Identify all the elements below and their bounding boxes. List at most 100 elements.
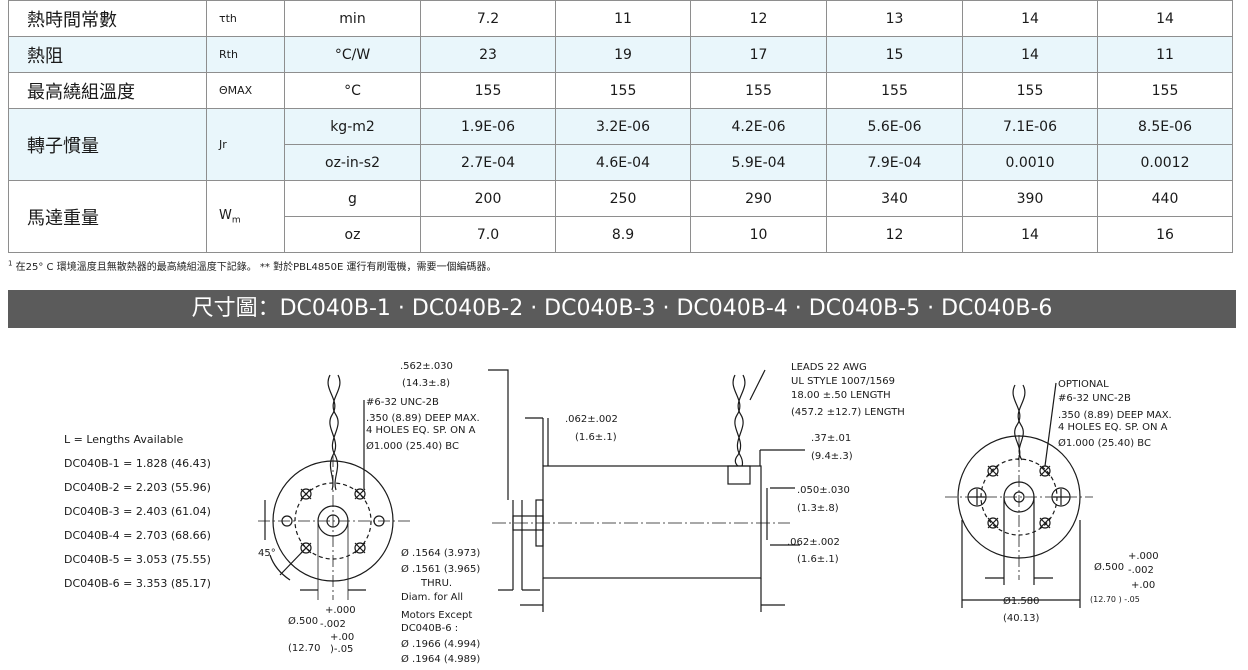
length-item: DC040B-4 = 2.703 (68.66) bbox=[64, 529, 211, 542]
footnote-text: 在25° C 環境溫度且無散熱器的最高繞組溫度下記錄。 ** 對於PBL4850… bbox=[15, 262, 497, 273]
shaft-note-line: DC040B-6 : bbox=[401, 623, 458, 634]
shaft-note-line: Ø .1561 (3.965) bbox=[401, 563, 480, 575]
tapped-hole bbox=[354, 542, 366, 554]
param-unit: oz bbox=[284, 216, 421, 253]
lengths-heading: L = Lengths Available bbox=[64, 433, 184, 446]
tapped-hole bbox=[354, 488, 366, 500]
dim-062b-mm: (1.6±.1) bbox=[797, 554, 839, 565]
angle-leader bbox=[279, 547, 307, 576]
dim-050-mm: (1.3±.8) bbox=[797, 503, 839, 514]
row-motor-weight-oz: oz 7.0 8.9 10 12 14 16 bbox=[9, 216, 1233, 253]
param-unit: kg-m2 bbox=[284, 108, 421, 145]
pilot-tol-plus: +.000 bbox=[325, 605, 356, 616]
rear-dia-mm: (40.13) bbox=[1003, 613, 1040, 624]
rear-pilot-ext bbox=[985, 497, 1053, 585]
dim-562-label: .562±.030 bbox=[400, 361, 453, 372]
cell-value: 7.2 bbox=[420, 0, 556, 37]
lengths-list: L = Lengths Available DC040B-1 = 1.828 (… bbox=[64, 428, 211, 596]
dim-062-line bbox=[525, 417, 549, 466]
dimension-drawing-banner: 尺寸圖：DC040B-1 · DC040B-2 · DC040B-3 · DC0… bbox=[8, 290, 1236, 328]
dimension-drawing: #6-32 UNC-2B .350 (8.89) DEEP MAX. 4 HOL… bbox=[258, 361, 1172, 665]
pilot-mm-plus: +.00 bbox=[330, 632, 354, 643]
shaft-note-line: Ø .1964 (4.989) bbox=[401, 653, 480, 665]
cell-value: 155 bbox=[420, 72, 556, 109]
tapped-hole bbox=[300, 488, 312, 500]
front-view-labels: #6-32 UNC-2B .350 (8.89) DEEP MAX. 4 HOL… bbox=[258, 397, 480, 655]
rear-dia-label: Ø1.580 bbox=[1003, 595, 1040, 607]
tapped-note-line: Ø1.000 (25.40) BC bbox=[366, 440, 459, 452]
cell-value: 7.1E-06 bbox=[962, 108, 1098, 145]
rear-pilot-mm-plus: +.00 bbox=[1131, 580, 1155, 591]
cell-value: 1.9E-06 bbox=[420, 108, 556, 145]
lead-wire bbox=[1017, 384, 1026, 461]
leads-leader bbox=[749, 369, 766, 401]
cell-value: 3.2E-06 bbox=[555, 108, 691, 145]
cell-value: 0.0010 bbox=[962, 144, 1098, 181]
cell-value: 19 bbox=[555, 36, 691, 73]
side-view-labels: .562±.030 (14.3±.8) .062±.002 (1.6±.1) L… bbox=[400, 361, 905, 565]
lead-wire bbox=[732, 374, 742, 467]
pilot-tol-minus: -.002 bbox=[320, 619, 346, 630]
param-name: 最高繞組溫度 bbox=[8, 72, 207, 109]
cell-value: 12 bbox=[826, 216, 963, 253]
symbol-sub: m bbox=[231, 215, 241, 226]
row-thermal-time-constant: 熱時間常數 τth min 7.2 11 12 13 14 14 bbox=[8, 0, 1233, 37]
param-unit: °C bbox=[284, 72, 421, 109]
optional-note-line: 4 HOLES EQ. SP. ON A bbox=[1058, 422, 1168, 433]
param-name: 熱阻 bbox=[8, 36, 207, 73]
leads-note-line: 18.00 ±.50 LENGTH bbox=[791, 390, 891, 401]
cell-value: 13 bbox=[826, 0, 963, 37]
dim-062-mm: (1.6±.1) bbox=[575, 432, 617, 443]
cell-value: 155 bbox=[1097, 72, 1233, 109]
tapped-hole bbox=[1039, 517, 1051, 529]
rear-dia-ext bbox=[961, 520, 1081, 608]
shaft-note-line: Ø .1564 (3.973) bbox=[401, 547, 480, 559]
cell-value: 2.7E-04 bbox=[420, 144, 556, 181]
spec-table: 熱時間常數 τth min 7.2 11 12 13 14 14 熱阻 Rth … bbox=[8, 0, 1233, 253]
row-motor-weight-g: 馬達重量 Wm g 200 250 290 340 390 440 bbox=[8, 180, 1233, 253]
cell-value: 11 bbox=[1097, 36, 1233, 73]
param-unit: °C/W bbox=[284, 36, 421, 73]
param-name: 熱時間常數 bbox=[8, 0, 207, 37]
cell-value: 12 bbox=[690, 0, 827, 37]
cell-value: 5.6E-06 bbox=[826, 108, 963, 145]
dim-050-line bbox=[766, 487, 795, 540]
cell-value: 0.0012 bbox=[1097, 144, 1233, 181]
shaft-note-line: Ø .1966 (4.994) bbox=[401, 638, 480, 650]
length-dim-line bbox=[520, 578, 785, 612]
shaft-note-line: THRU. bbox=[420, 578, 452, 589]
tapped-hole bbox=[987, 465, 999, 477]
cell-value: 290 bbox=[690, 180, 827, 217]
cell-value: 7.9E-04 bbox=[826, 144, 963, 181]
tapped-hole bbox=[987, 517, 999, 529]
length-item: DC040B-2 = 2.203 (55.96) bbox=[64, 481, 211, 494]
shaft-note-line: Motors Except bbox=[401, 610, 472, 621]
cell-value: 14 bbox=[1097, 0, 1233, 37]
angle-label: 45° bbox=[258, 548, 276, 559]
optional-note-line: Ø1.000 (25.40) BC bbox=[1058, 437, 1151, 449]
row-rotor-inertia-kgm2: 轉子慣量 Jr kg-m2 1.9E-06 3.2E-06 4.2E-06 5.… bbox=[8, 108, 1233, 181]
param-symbol: Rth bbox=[206, 36, 285, 73]
side-view bbox=[488, 369, 805, 612]
cell-value: 23 bbox=[420, 36, 556, 73]
length-item: DC040B-3 = 2.403 (61.04) bbox=[64, 505, 211, 518]
pilot-mm-minus: )-.05 bbox=[330, 644, 353, 655]
tapped-hole bbox=[1039, 465, 1051, 477]
leads-note-line: (457.2 ±12.7) LENGTH bbox=[791, 407, 905, 418]
dim-062-label: .062±.002 bbox=[565, 414, 618, 425]
tapped-note-line: #6-32 UNC-2B bbox=[366, 397, 439, 408]
pilot-mm-label: (12.70 bbox=[288, 643, 321, 654]
shaft-note-line: Diam. for All bbox=[401, 592, 463, 603]
lead-exit bbox=[727, 465, 751, 485]
cell-value: 8.9 bbox=[555, 216, 691, 253]
cell-value: 11 bbox=[555, 0, 691, 37]
cell-value: 8.5E-06 bbox=[1097, 108, 1233, 145]
dim-37-line bbox=[759, 449, 805, 466]
rear-view bbox=[945, 382, 1093, 608]
rear-pilot-minus: -.002 bbox=[1128, 565, 1154, 576]
length-item: DC040B-5 = 3.053 (75.55) bbox=[64, 553, 211, 566]
param-unit: oz-in-s2 bbox=[284, 144, 421, 181]
param-symbol: τth bbox=[206, 0, 285, 37]
leads-note-line: LEADS 22 AWG bbox=[791, 362, 867, 373]
shaft-note: Ø .1564 (3.973) Ø .1561 (3.965) THRU. Di… bbox=[401, 547, 480, 665]
